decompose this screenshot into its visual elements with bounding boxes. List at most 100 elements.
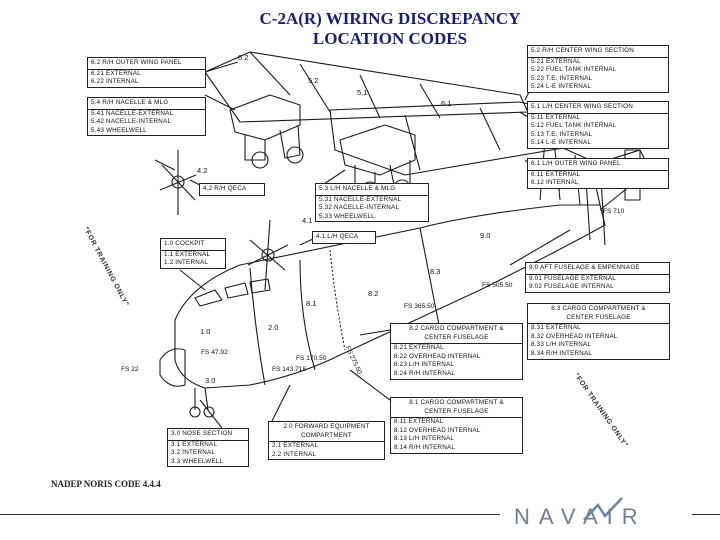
- code-box-header: 8.1 CARGO COMPARTMENT &: [391, 398, 522, 408]
- code-box-item: 8.23 L/H INTERNAL: [394, 361, 455, 369]
- footer-divider: [692, 514, 720, 515]
- station-label: FS 170.50: [296, 355, 327, 362]
- code-box-8-2: 8.2 CARGO COMPARTMENT & CENTER FUSELAGE …: [390, 323, 523, 380]
- zone-number: 4.1: [302, 216, 313, 225]
- code-box-item: 9.01 FUSELAGE EXTERNAL: [529, 274, 616, 282]
- code-box-header: COMPARTMENT: [269, 431, 384, 443]
- code-box-header: 2.0 FORWARD EQUIPMENT: [269, 422, 384, 432]
- code-box-item: 5.11 EXTERNAL: [531, 113, 581, 121]
- zone-number: 8.1: [306, 299, 317, 308]
- code-box-item: 3.1 EXTERNAL: [171, 440, 218, 448]
- fuselage-outline: [174, 204, 606, 389]
- code-box-header: 6.1 L/H OUTER WING PANEL: [528, 159, 668, 171]
- code-box-item: 8.24 R/H INTERNAL: [394, 369, 456, 377]
- code-box-item: 5.22 FUEL TANK INTERNAL: [531, 66, 617, 74]
- code-box-2-0: 2.0 FORWARD EQUIPMENT COMPARTMENT 2.1 EX…: [268, 421, 385, 461]
- code-box-item: 5.23 T.E. INTERNAL: [531, 74, 593, 82]
- code-box-5-1: 5.1 L/H CENTER WING SECTION 5.11 EXTERNA…: [527, 101, 669, 149]
- code-box-8-3: 8.3 CARGO COMPARTMENT & CENTER FUSELAGE …: [527, 303, 670, 360]
- code-box-5-2: 5.2 R/H CENTER WING SECTION 5.21 EXTERNA…: [527, 45, 669, 93]
- code-box-item: 8.13 L/H INTERNAL: [394, 435, 455, 443]
- zone-number: 5.2: [308, 76, 319, 85]
- navair-logo-mark: [583, 497, 623, 521]
- station-label: FS 710: [603, 208, 625, 215]
- code-box-header: 8.2 CARGO COMPARTMENT &: [391, 324, 522, 334]
- code-box-header: CENTER FUSELAGE: [528, 313, 669, 325]
- code-box-item: 3.3 WHEELWELL: [171, 457, 224, 465]
- code-box-item: 5.24 L-E INTERNAL: [531, 83, 592, 91]
- zone-number: 6.2: [238, 53, 249, 62]
- code-box-header: 5.2 R/H CENTER WING SECTION: [528, 46, 668, 58]
- code-box-item: 5.14 L-E INTERNAL: [531, 139, 592, 147]
- code-box-item: 5.31 NACELLE-EXTERNAL: [319, 195, 402, 203]
- station-label: FS 143.718: [272, 366, 307, 373]
- code-box-item: 8.34 R/H INTERNAL: [531, 349, 593, 357]
- navair-logo-text: NAVAIR: [514, 504, 647, 529]
- code-box-item: 6.12 INTERNAL: [531, 179, 579, 187]
- code-box-item: 3.2 INTERNAL: [171, 449, 216, 457]
- left-nacelle-outline: [339, 124, 416, 176]
- code-box-header: 8.3 CARGO COMPARTMENT &: [528, 304, 669, 314]
- page-subtitle: LOCATION CODES: [312, 29, 468, 48]
- code-box-item: 2.2 INTERNAL: [272, 450, 317, 458]
- code-box-item: 5.33 WHEELWELL: [319, 212, 375, 220]
- code-box-5-3: 5.3 L/H NACELLE & MLG 5.31 NACELLE-EXTER…: [315, 183, 429, 223]
- code-box-item: 1.2 INTERNAL: [164, 259, 209, 267]
- code-box-6-2: 6.2 R/H OUTER WING PANEL 6.21 EXTERNAL 6…: [87, 57, 206, 88]
- code-box-item: 9.02 FUSELAGE INTERNAL: [529, 283, 614, 291]
- code-box-6-1: 6.1 L/H OUTER WING PANEL 6.11 EXTERNAL 6…: [527, 158, 669, 189]
- zone-number: 5.1: [357, 88, 368, 97]
- code-box-item: 5.13 T.E. INTERNAL: [531, 130, 593, 138]
- code-box-item: 8.33 L/H INTERNAL: [531, 341, 592, 349]
- code-box-header: 4.1 L/H QECA: [313, 232, 375, 243]
- zone-number: 9.0: [480, 231, 491, 240]
- navair-logo: NAVAIR: [514, 504, 647, 529]
- page-title: C-2A(R) WIRING DISCREPANCY: [259, 9, 521, 28]
- code-box-item: 6.22 INTERNAL: [91, 78, 139, 86]
- code-box-item: 5.42 NACELLE-INTERNAL: [91, 118, 172, 126]
- code-box-item: 8.31 EXTERNAL: [531, 324, 581, 332]
- code-box-header: 1.0 COCKPIT: [161, 239, 225, 251]
- code-box-header: 5.3 L/H NACELLE & MLG: [316, 184, 428, 196]
- code-box-header: 3.0 NOSE SECTION: [168, 429, 248, 441]
- code-box-4-2: 4.2 R/H QECA: [199, 183, 265, 196]
- code-box-item: 5.12 FUEL TANK INTERNAL: [531, 122, 617, 130]
- code-box-4-1: 4.1 L/H QECA: [312, 231, 376, 244]
- code-box-header: CENTER FUSELAGE: [391, 333, 522, 345]
- code-box-1-0: 1.0 COCKPIT 1.1 EXTERNAL 1.2 INTERNAL: [160, 238, 226, 269]
- code-box-header: 5.1 L/H CENTER WING SECTION: [528, 102, 668, 114]
- code-box-header: 4.2 R/H QECA: [200, 184, 264, 195]
- right-propeller: [159, 150, 197, 215]
- left-propeller: [247, 219, 289, 291]
- code-box-item: 8.12 OVERHEAD INTERNAL: [394, 426, 481, 434]
- right-wing-outline: [204, 51, 529, 123]
- code-box-item: 5.43 WHEELWELL: [91, 126, 147, 134]
- code-box-item: 5.32 NACELLE-INTERNAL: [319, 204, 400, 212]
- code-box-item: 5.21 EXTERNAL: [531, 57, 581, 65]
- code-box-header: CENTER FUSELAGE: [391, 407, 522, 419]
- code-box-item: 8.11 EXTERNAL: [394, 418, 444, 426]
- code-box-item: 8.21 EXTERNAL: [394, 344, 444, 352]
- code-box-header: 6.2 R/H OUTER WING PANEL: [88, 58, 205, 70]
- code-box-header: 5.4 R/H NACELLE & MLG: [88, 98, 205, 110]
- station-label: FS 22: [121, 366, 139, 373]
- footer-divider: [0, 514, 500, 515]
- code-box-3-0: 3.0 NOSE SECTION 3.1 EXTERNAL 3.2 INTERN…: [167, 428, 249, 468]
- zone-number: 6.1: [441, 99, 452, 108]
- code-box-item: 6.21 EXTERNAL: [91, 69, 141, 77]
- zone-number: 1.0: [200, 327, 211, 336]
- station-label: FS 365.50: [404, 303, 435, 310]
- zone-number: 8.3: [430, 267, 441, 276]
- zone-number: 4.2: [197, 166, 208, 175]
- code-box-header: 9.0 AFT FUSELAGE & EMPENNAGE: [526, 263, 669, 275]
- code-box-item: 8.14 R/H INTERNAL: [394, 443, 456, 451]
- code-box-item: 6.11 EXTERNAL: [531, 170, 581, 178]
- zone-number: 2.0: [268, 323, 279, 332]
- right-nacelle-outline: [229, 94, 301, 141]
- zone-number: 3.0: [205, 376, 216, 385]
- station-label: FS 47.92: [201, 349, 228, 356]
- code-box-9-0: 9.0 AFT FUSELAGE & EMPENNAGE 9.01 FUSELA…: [525, 262, 670, 293]
- code-box-item: 8.32 OVERHEAD INTERNAL: [531, 332, 618, 340]
- code-box-item: 8.22 OVERHEAD INTERNAL: [394, 352, 481, 360]
